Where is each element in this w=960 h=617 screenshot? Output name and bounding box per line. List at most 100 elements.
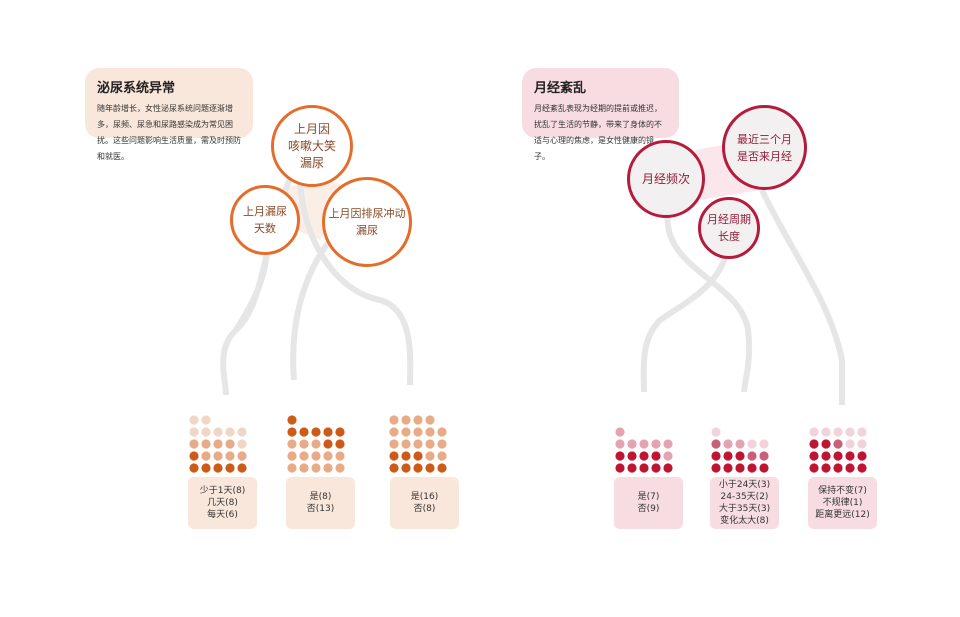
question-label: 最近三个月 是否来月经	[737, 132, 792, 163]
response-dot	[311, 439, 321, 449]
response-dot	[651, 439, 661, 449]
response-dot	[809, 463, 819, 473]
response-dot	[413, 451, 423, 461]
response-dot	[711, 463, 721, 473]
response-dot	[735, 439, 745, 449]
response-dot	[845, 463, 855, 473]
response-dot	[401, 463, 411, 473]
legend-cycle-length: 小于24天(3) 24-35天(2) 大于35天(3) 变化太大(8)	[710, 477, 779, 529]
legend-text: 少于1天(8) 几天(8) 每天(6)	[199, 486, 246, 520]
response-dot	[311, 463, 321, 473]
response-dot	[821, 451, 831, 461]
response-dot	[335, 463, 345, 473]
response-dot	[857, 463, 867, 473]
response-dot	[735, 451, 745, 461]
question-circle-urge-leak: 上月因排尿冲动 漏尿	[322, 177, 412, 267]
urinary-title: 泌尿系统异常	[97, 81, 176, 96]
response-dot	[615, 451, 625, 461]
response-dot	[323, 439, 333, 449]
response-dot	[747, 439, 757, 449]
response-dot	[213, 451, 223, 461]
response-dot	[389, 415, 399, 425]
response-dot	[723, 463, 733, 473]
legend-leak-days: 少于1天(8) 几天(8) 每天(6)	[188, 477, 257, 529]
response-dot	[845, 427, 855, 437]
response-dot	[437, 427, 447, 437]
response-dot	[401, 427, 411, 437]
response-dot	[287, 451, 297, 461]
response-dot	[311, 427, 321, 437]
response-dot	[237, 439, 247, 449]
question-label: 月经周期 长度	[707, 213, 751, 243]
response-dot	[311, 451, 321, 461]
response-dot	[857, 427, 867, 437]
response-dot	[711, 427, 721, 437]
menstrual-info-box: 月经紊乱 月经紊乱表现为经期的提前或推迟，扰乱了生活的节静，带来了身体的不适与心…	[522, 68, 679, 161]
response-dot	[335, 451, 345, 461]
connector-line	[640, 247, 731, 393]
response-dot	[833, 451, 843, 461]
response-dot	[201, 415, 211, 425]
response-dot	[437, 463, 447, 473]
response-dot	[389, 427, 399, 437]
response-dot	[299, 439, 309, 449]
response-dot	[615, 463, 625, 473]
response-dot	[425, 463, 435, 473]
urinary-info-box: 泌尿系统异常 随年龄增长，女性泌尿系统问题逐渐增多，尿频、尿急和尿路感染成为常见…	[85, 68, 253, 161]
response-dot	[213, 463, 223, 473]
legend-text: 是(8) 否(13)	[306, 492, 335, 514]
response-dot	[335, 427, 345, 437]
response-dot	[189, 439, 199, 449]
response-dot	[437, 439, 447, 449]
question-circle-cough-leak: 上月因 咳嗽大笑 漏尿	[271, 105, 353, 187]
response-dot	[651, 463, 661, 473]
response-dot	[735, 463, 745, 473]
response-dot	[287, 439, 297, 449]
response-dot	[225, 463, 235, 473]
response-dot	[287, 415, 297, 425]
response-dot	[237, 463, 247, 473]
response-dot	[857, 439, 867, 449]
response-dot	[201, 451, 211, 461]
legend-text: 是(7) 否(9)	[637, 492, 660, 514]
response-dot	[425, 451, 435, 461]
response-dot	[833, 427, 843, 437]
response-dot	[413, 463, 423, 473]
response-dot	[201, 439, 211, 449]
menstrual-title: 月经紊乱	[534, 81, 587, 96]
response-dot	[323, 451, 333, 461]
response-dot	[639, 451, 649, 461]
response-dot	[213, 427, 223, 437]
response-dot	[389, 463, 399, 473]
urinary-description: 随年龄增长，女性泌尿系统问题逐渐增多，尿频、尿急和尿路感染成为常见困扰。这些问题…	[97, 104, 241, 161]
response-dot	[425, 415, 435, 425]
response-dot	[809, 451, 819, 461]
response-dot	[723, 451, 733, 461]
response-dot	[323, 427, 333, 437]
response-dot	[723, 439, 733, 449]
response-dot	[213, 439, 223, 449]
response-dot	[627, 463, 637, 473]
response-dot	[615, 427, 625, 437]
legend-last-three-months: 是(7) 否(9)	[614, 477, 683, 529]
connector-line	[664, 209, 753, 393]
response-dot	[821, 463, 831, 473]
response-dot	[809, 427, 819, 437]
response-dot	[413, 427, 423, 437]
response-dot	[845, 439, 855, 449]
legend-urge-leak: 是(16) 否(8)	[390, 477, 459, 529]
response-dot	[299, 451, 309, 461]
question-circle-last-three-months: 最近三个月 是否来月经	[722, 105, 807, 190]
response-dot	[821, 439, 831, 449]
response-dot	[225, 439, 235, 449]
response-dot	[759, 451, 769, 461]
response-dot	[627, 451, 637, 461]
response-dot	[323, 463, 333, 473]
question-label: 上月因排尿冲动 漏尿	[328, 207, 406, 237]
response-dot	[425, 427, 435, 437]
response-dot	[639, 463, 649, 473]
legend-text: 是(16) 否(8)	[410, 492, 439, 514]
response-dot	[237, 427, 247, 437]
response-dot	[747, 451, 757, 461]
